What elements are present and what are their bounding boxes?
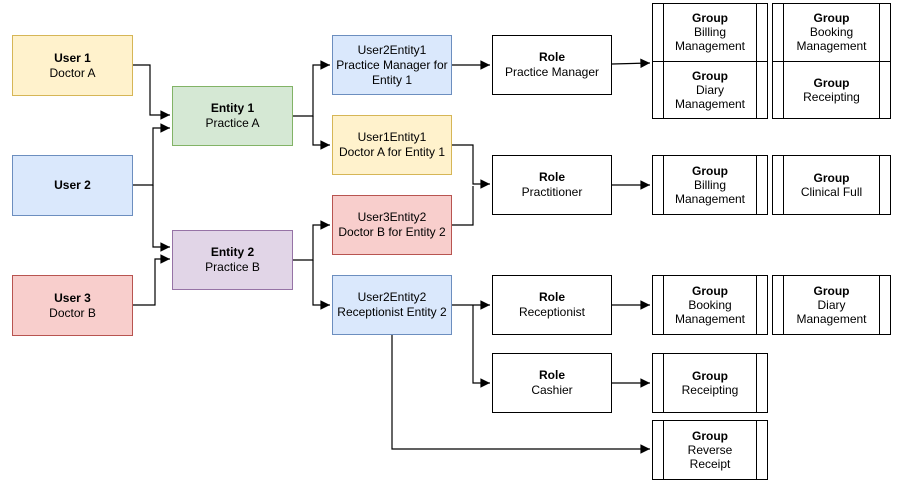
node-subtitle: Receptionist <box>518 305 586 319</box>
edge-entity2-to-user3entity2 <box>293 220 331 261</box>
node-title: User 2 <box>54 178 91 192</box>
node-title: User2Entity2 <box>357 290 427 304</box>
edge-user2-to-entity2 <box>152 185 170 252</box>
group-receipting-cashier: Group Receipting <box>652 353 768 413</box>
group-title: Group <box>813 11 850 26</box>
group-receipting-pm: Group Receipting <box>773 60 890 119</box>
node-title: Role <box>538 170 565 184</box>
node-title: User2Entity1 <box>357 42 427 57</box>
node-user-3: User 3 Doctor B <box>12 275 133 336</box>
node-role-receptionist: Role Receptionist <box>492 275 612 335</box>
group-cell: Group Diary Management <box>773 276 890 334</box>
group-diary-management-pm: Group Diary Management <box>653 60 767 119</box>
group-title: Group <box>692 429 728 443</box>
node-title: Entity 2 <box>210 245 255 259</box>
node-role-practice-manager: Role Practice Manager <box>492 35 612 95</box>
node-title: Role <box>538 50 565 64</box>
group-cell: Group Receipting <box>653 354 767 412</box>
group-billing-management-practitioner: Group Billing Management <box>652 155 768 215</box>
node-subtitle: Practice A <box>205 116 260 130</box>
node-subtitle: Practice B <box>205 260 260 274</box>
edge-user1entity1-to-role-practitioner <box>452 144 491 189</box>
group-title: Group <box>692 68 728 83</box>
node-role-cashier: Role Cashier <box>492 353 612 413</box>
group-subtitle: Clinical Full <box>800 185 863 199</box>
edge-entity1-to-user2entity1 <box>293 60 331 117</box>
edge-user2-to-entity1 <box>133 123 170 186</box>
node-subtitle: Cashier <box>531 383 573 397</box>
node-subtitle: Doctor B for Entity 2 <box>338 225 446 239</box>
node-title: Entity 1 <box>210 101 255 115</box>
node-subtitle: Doctor A <box>49 65 96 80</box>
group-booking-management-receptionist: Group Booking Management <box>652 275 768 335</box>
node-title: Role <box>538 368 565 382</box>
node-role-practitioner: Role Practitioner <box>492 155 612 215</box>
group-subtitle: Receipting <box>681 383 739 397</box>
node-subtitle: Practice Manager <box>504 65 600 79</box>
node-title: User 3 <box>54 290 91 305</box>
node-user3entity2: User3Entity2 Doctor B for Entity 2 <box>332 195 452 255</box>
group-subtitle: Diary Management <box>674 82 746 111</box>
edge-user3-to-entity2 <box>133 254 170 306</box>
group-subtitle: Billing Management <box>674 25 746 54</box>
group-title: Group <box>813 75 850 90</box>
group-cell: Group Booking Management <box>653 276 767 334</box>
group-cell: Group Reverse Receipt <box>653 421 767 479</box>
group-stack-pm-right: Group Booking Management Group Receiptin… <box>772 3 891 119</box>
node-title: User3Entity2 <box>357 210 427 224</box>
group-subtitle: Receipting <box>803 89 860 104</box>
node-user1entity1: User1Entity1 Doctor A for Entity 1 <box>332 115 452 175</box>
group-title: Group <box>813 171 850 185</box>
group-title: Group <box>813 284 850 298</box>
group-title: Group <box>692 284 728 298</box>
node-user2entity2: User2Entity2 Receptionist Entity 2 <box>332 275 452 335</box>
edge-user2entity2-to-group-reverse-receipt <box>391 335 650 454</box>
group-reverse-receipt: Group Reverse Receipt <box>652 420 768 480</box>
group-diary-management-receptionist: Group Diary Management <box>772 275 891 335</box>
node-subtitle: Practitioner <box>521 185 583 199</box>
group-stack-pm-left: Group Billing Management Group Diary Man… <box>652 3 768 119</box>
node-title: Role <box>538 290 565 304</box>
group-title: Group <box>692 369 728 383</box>
node-user-1: User 1 Doctor A <box>12 35 133 96</box>
node-subtitle: Doctor A for Entity 1 <box>338 145 446 159</box>
group-subtitle: Booking Management <box>796 25 867 54</box>
node-entity-2: Entity 2 Practice B <box>172 230 293 290</box>
node-subtitle: Practice Manager for Entity 1 <box>336 57 448 87</box>
group-cell: Group Billing Management <box>653 156 767 214</box>
node-entity-1: Entity 1 Practice A <box>172 86 293 146</box>
group-booking-management-pm: Group Booking Management <box>773 4 890 61</box>
edge-role-practice-manager-to-pm-group-stack <box>611 58 651 69</box>
node-title: User 1 <box>54 50 91 65</box>
node-subtitle: Doctor B <box>49 305 96 320</box>
group-cell: Group Clinical Full <box>773 156 890 214</box>
edge-user1-to-entity1 <box>133 64 170 120</box>
group-title: Group <box>692 164 728 178</box>
group-clinical-full: Group Clinical Full <box>772 155 891 215</box>
node-subtitle: Receptionist Entity 2 <box>337 305 447 319</box>
group-title: Group <box>692 11 728 26</box>
edge-entity2-to-user2entity2 <box>312 260 331 310</box>
node-title: User1Entity1 <box>357 130 427 144</box>
edge-user3entity2-to-role-practitioner <box>452 186 474 226</box>
node-user2entity1: User2Entity1 Practice Manager for Entity… <box>332 35 452 95</box>
group-billing-management-pm: Group Billing Management <box>653 4 767 61</box>
group-subtitle: Billing Management <box>674 178 746 206</box>
node-user-2: User 2 <box>12 155 133 216</box>
group-subtitle: Booking Management <box>674 298 746 326</box>
group-subtitle: Diary Management <box>796 298 867 326</box>
edge-entity1-to-user1entity1 <box>312 116 331 150</box>
group-subtitle: Reverse Receipt <box>687 443 733 471</box>
edge-user2entity2-to-role-cashier <box>472 305 491 388</box>
